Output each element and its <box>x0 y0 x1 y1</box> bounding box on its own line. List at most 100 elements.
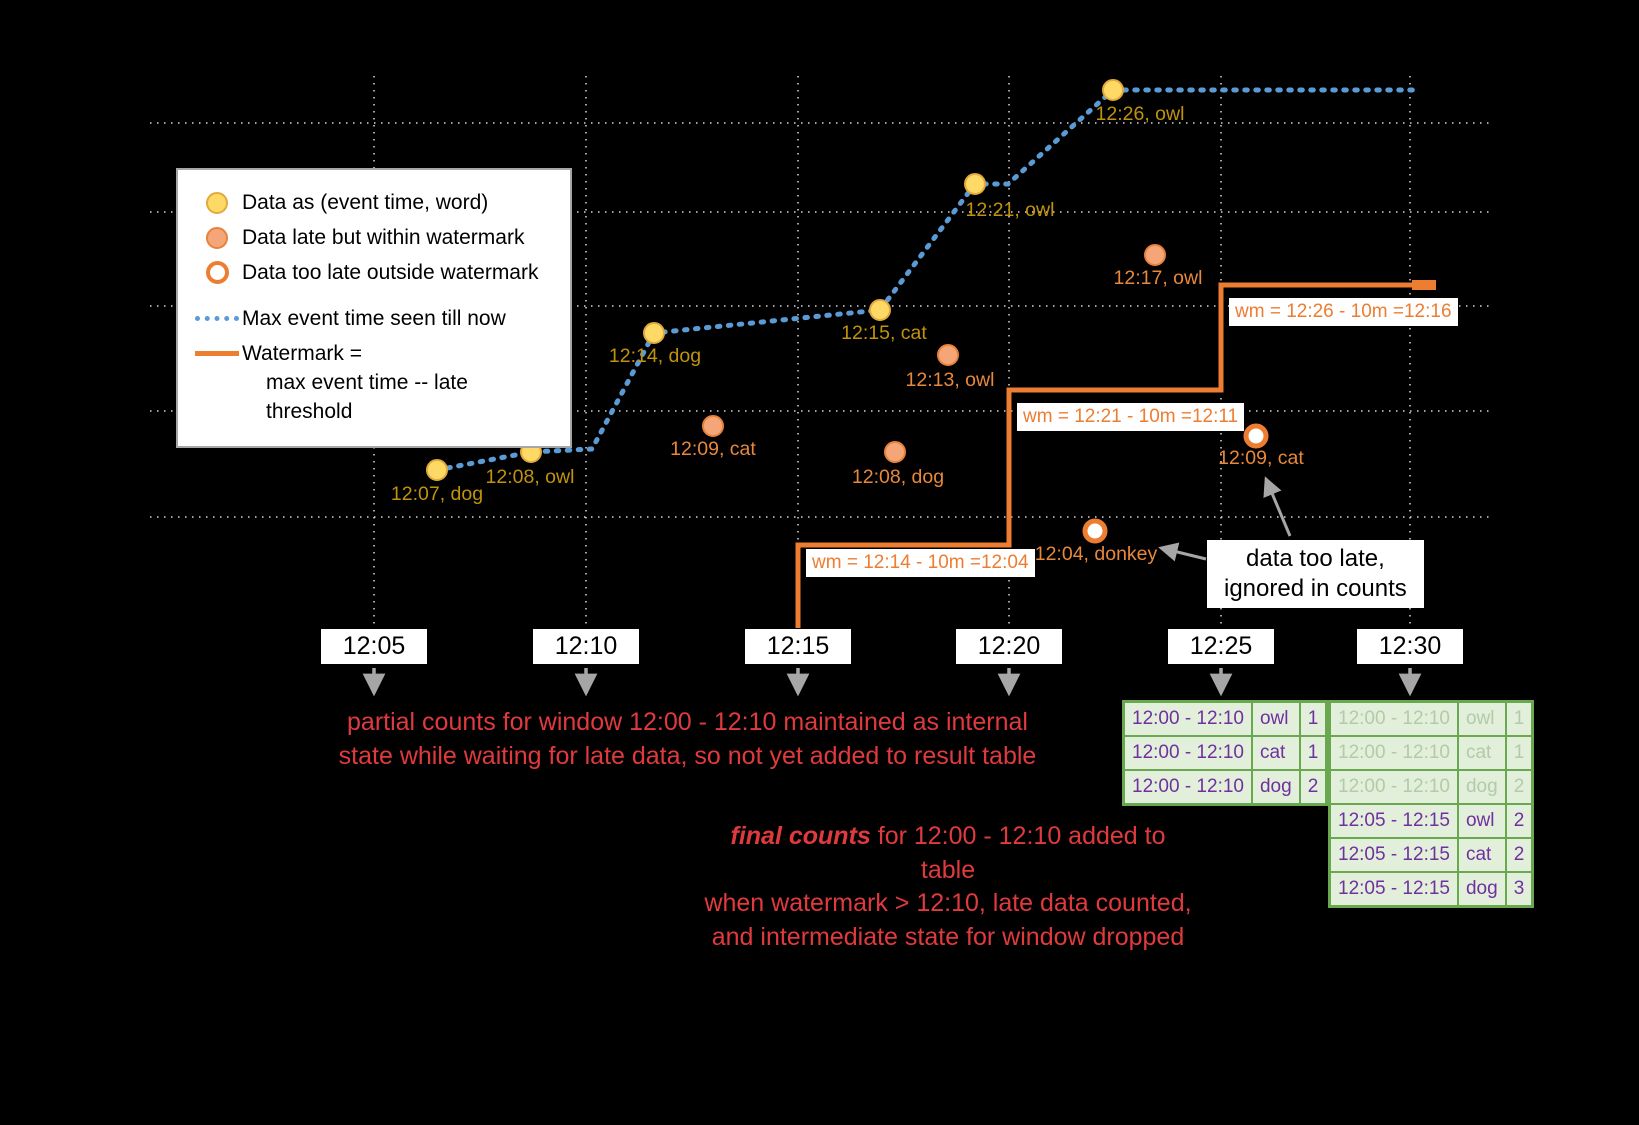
final-counts-note-line3: and intermediate state for window droppe… <box>711 922 1185 951</box>
data-point-label: 12:04, donkey <box>1034 543 1158 565</box>
ontime-dot-icon <box>206 191 228 214</box>
result-cell-count: 2 <box>1504 769 1534 805</box>
data-point-label: 12:21, owl <box>965 199 1055 221</box>
result-cell-count: 2 <box>1504 803 1534 839</box>
legend-item: Data too late outside watermark <box>192 258 558 287</box>
too-late-note-line1: data too late, <box>1246 545 1385 572</box>
partial-counts-note-line1: partial counts for window 12:00 - 12:10 … <box>347 708 1028 736</box>
legend-items: Data as (event time, word) Data late but … <box>192 188 558 426</box>
final-counts-note-line2: when watermark > 12:10, late data counte… <box>704 889 1192 917</box>
processing-time-tick: 12:15 <box>745 629 851 664</box>
data-point-toolate <box>1243 423 1269 449</box>
processing-time-tick: 12:10 <box>533 629 639 664</box>
result-cell-word: owl <box>1456 803 1507 839</box>
data-point-late <box>1144 244 1166 266</box>
legend-swatch <box>192 258 242 287</box>
result-cell-window: 12:00 - 12:10 <box>1328 700 1459 737</box>
data-point-label: 12:17, owl <box>1113 267 1203 289</box>
legend-item-label: Max event time seen till now <box>242 304 506 333</box>
legend-swatch <box>192 188 242 217</box>
data-point-label: 12:14, dog <box>608 345 702 367</box>
result-cell-window: 12:00 - 12:10 <box>1328 735 1459 771</box>
result-cell-window: 12:00 - 12:10 <box>1328 769 1459 805</box>
result-cell-window: 12:05 - 12:15 <box>1328 803 1459 839</box>
result-cell-window: 12:00 - 12:10 <box>1122 735 1253 771</box>
result-cell-word: cat <box>1456 837 1507 873</box>
result-cell-window: 12:05 - 12:15 <box>1328 871 1459 908</box>
toolate-ring-icon <box>205 261 229 284</box>
result-cell-word: owl <box>1250 700 1301 737</box>
data-point-ontime <box>426 459 448 481</box>
partial-counts-note: partial counts for window 12:00 - 12:10 … <box>320 706 1055 773</box>
data-point-ontime <box>643 322 665 344</box>
processing-time-tick: 12:05 <box>321 629 427 664</box>
final-counts-emphasis: final counts <box>730 822 871 850</box>
data-point-ontime <box>1102 79 1124 101</box>
result-cell-word: dog <box>1250 769 1301 806</box>
data-point-label: 12:07, dog <box>390 483 484 505</box>
legend-swatch <box>192 304 242 333</box>
legend-item-label: Data late but within watermark <box>242 223 524 252</box>
data-point-toolate <box>1082 518 1108 544</box>
tick-arrows <box>362 668 1422 697</box>
result-cell-count: 3 <box>1504 871 1534 908</box>
data-point-late <box>937 344 959 366</box>
result-cell-count: 1 <box>1298 700 1328 737</box>
data-point-late <box>702 415 724 437</box>
processing-time-tick: 12:20 <box>956 629 1062 664</box>
data-point-label: 12:08, dog <box>851 466 945 488</box>
result-cell-count: 2 <box>1504 837 1534 873</box>
legend-swatch <box>192 339 242 368</box>
max-event-time-line <box>434 87 1418 473</box>
legend-item-line1: Data late but within watermark <box>242 226 525 249</box>
too-late-note: data too late, ignored in counts <box>1207 540 1424 608</box>
result-cell-window: 12:00 - 12:10 <box>1122 769 1253 806</box>
result-cell-word: dog <box>1456 769 1507 805</box>
legend-item-label: Data as (event time, word) <box>242 188 488 217</box>
legend-item: Watermark =max event time -- late thresh… <box>192 339 558 426</box>
legend-item-line2: max event time -- late threshold <box>266 371 468 423</box>
legend-item-line1: Data too late outside watermark <box>242 261 539 284</box>
data-point-label: 12:13, owl <box>905 369 995 391</box>
max-event-time-line-icon <box>195 316 239 321</box>
data-point-ontime <box>964 173 986 195</box>
result-cell-word: dog <box>1456 871 1507 908</box>
watermark-line <box>795 282 1428 628</box>
result-cell-window: 12:00 - 12:10 <box>1122 700 1253 737</box>
partial-counts-note-line2: state while waiting for late data, so no… <box>338 741 1037 770</box>
arrow-to-donkey-point <box>1158 542 1207 562</box>
legend-item-line1: Max event time seen till now <box>242 307 506 330</box>
watermark-line-icon <box>195 351 239 356</box>
legend-item-line1: Data as (event time, word) <box>242 191 489 214</box>
data-point-label: 12:15, cat <box>841 322 927 344</box>
watermark-label: wm = 12:14 - 10m =12:04 <box>806 549 1035 577</box>
legend-item: Data as (event time, word) <box>192 188 558 217</box>
data-point-late <box>884 441 906 463</box>
data-point-label: 12:26, owl <box>1095 103 1185 125</box>
result-cell-count: 1 <box>1504 735 1534 771</box>
data-point-label: 12:09, cat <box>1218 447 1304 469</box>
data-point-ontime <box>869 299 891 321</box>
result-cell-window: 12:05 - 12:15 <box>1328 837 1459 873</box>
result-cell-count: 2 <box>1298 769 1328 806</box>
legend-item-label: Data too late outside watermark <box>242 258 538 287</box>
legend: Data as (event time, word) Data late but … <box>176 168 572 448</box>
arrow-to-cat-point <box>1263 476 1292 537</box>
final-counts-rest: for 12:00 - 12:10 added to table <box>870 822 1166 884</box>
legend-item-label: Watermark =max event time -- late thresh… <box>242 339 558 426</box>
watermark-label: wm = 12:21 - 10m =12:11 <box>1017 403 1245 431</box>
processing-time-tick: 12:25 <box>1168 629 1274 664</box>
too-late-note-line2: ignored in counts <box>1224 575 1407 602</box>
data-point-label: 12:09, cat <box>670 438 756 460</box>
